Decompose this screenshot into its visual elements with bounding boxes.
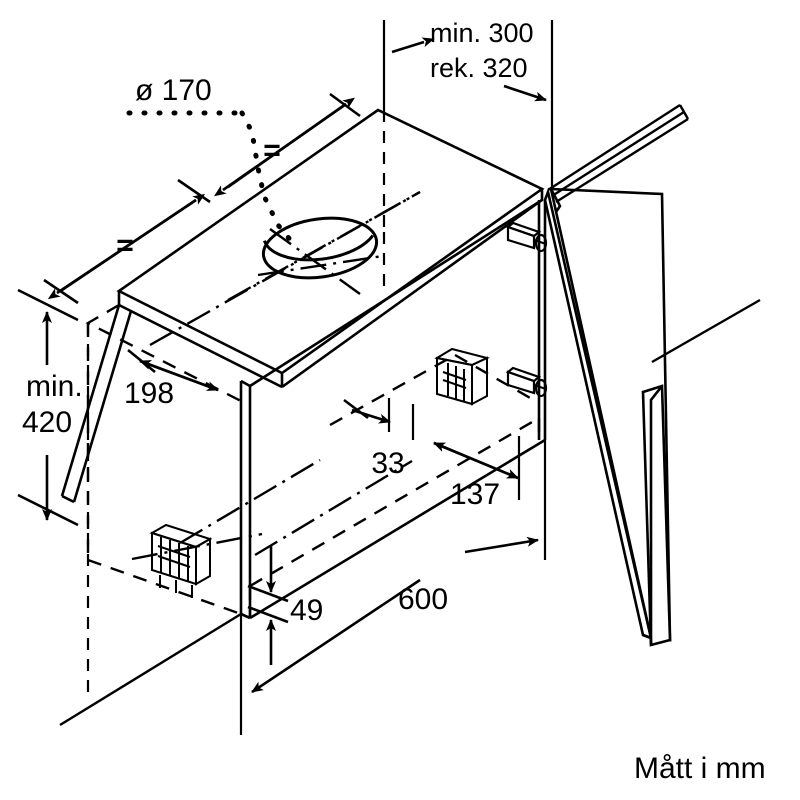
socket-lower-slot-1: [157, 545, 191, 558]
socket-lower-slot-2: [157, 555, 191, 568]
clearance-arrow-right: [503, 84, 547, 102]
hinge-lower-arm-top: [505, 366, 542, 383]
tick-lower-left: [43, 278, 79, 305]
offset-33-label: 33: [371, 447, 404, 480]
hinge-upper-arm-top: [505, 221, 542, 238]
equal-spacing-dimension: [43, 92, 361, 305]
hinge-fitting-upper: [505, 221, 548, 253]
top-clearance-dimension: [391, 37, 547, 102]
cabinet-left-panel-bottom-edge: [61, 494, 75, 504]
units-note: Mått i mm: [634, 752, 766, 785]
equal-mark-lower: =: [116, 229, 134, 262]
depth-198-tick: [127, 348, 156, 374]
offset-49-label: 49: [290, 594, 323, 627]
equal-mark-upper: =: [263, 134, 281, 167]
centerline-socket-link: [179, 458, 321, 545]
wall-and-ceiling-lines: [59, 103, 761, 727]
width-600-label: 600: [398, 583, 448, 616]
offset-33-tick: [343, 398, 369, 420]
depth-198-dimension: [127, 348, 219, 392]
cabinet-interior-top-rear-edge: [249, 198, 543, 388]
electrical-socket-lower: [149, 523, 213, 598]
duct-hole: [261, 216, 379, 280]
centerline-circle-cross: [269, 228, 361, 295]
offset-49-tick-top: [247, 584, 289, 603]
clearance-arrow-left: [391, 37, 435, 54]
hidden-socket-ref-line-2: [454, 353, 540, 405]
centerline-top-longitudinal: [149, 190, 421, 347]
ceiling-rail-3: [555, 117, 689, 204]
equal-arrow-lower-right: [47, 198, 197, 300]
width-600-dimension: [251, 536, 539, 694]
ceiling-rail-1: [547, 103, 681, 192]
min-height-value: 420: [22, 406, 72, 439]
cabinet-divider-bottom: [240, 612, 251, 620]
hidden-bottom-rear-edge: [249, 416, 540, 588]
hidden-rear-bottom-edge: [87, 558, 242, 616]
electrical-socket-upper: [434, 347, 490, 406]
extension-lines-dashed: [86, 110, 386, 700]
duct-diameter-leader: [126, 110, 295, 245]
cabinet-top-front-thickness: [118, 303, 283, 389]
min-height-label: min.: [26, 370, 83, 403]
door-hinge-chamfer: [549, 188, 562, 213]
floor-rail-left: [59, 612, 242, 727]
door-slab-edge-line: [649, 385, 664, 645]
min-height-tick-top: [17, 288, 79, 322]
leader-curve-dotted: [239, 110, 295, 245]
offset-33-dimension: [343, 398, 391, 424]
cabinet-divider-top: [240, 379, 251, 388]
offset-137-dimension: [433, 441, 519, 480]
min-clearance-label: min. 300: [430, 18, 534, 48]
rec-clearance-label: rek. 320: [430, 53, 528, 83]
center-lines: [131, 190, 421, 561]
door-slab-right: [641, 384, 672, 647]
width-600-arrow-left: [251, 578, 421, 694]
duct-hole-ellipse-inner-rim: [263, 234, 374, 262]
cabinet-carcass: [60, 108, 547, 620]
offset-137-label: 137: [450, 478, 500, 511]
cabinet-left-panel-inner: [72, 310, 133, 503]
socket-upper-slot-2: [442, 379, 467, 389]
width-600-arrow-right: [464, 536, 539, 554]
offset-49-dimension: [247, 545, 289, 665]
cabinet-left-panel-outer: [60, 304, 121, 497]
duct-diameter-label: ø 170: [135, 74, 212, 107]
offset-49-tick-bottom: [247, 605, 289, 624]
hinge-upper-pin: [533, 238, 547, 246]
ceiling-rail-2: [551, 110, 685, 198]
equal-arrow-upper-right: [213, 102, 347, 197]
wall-rail-right: [651, 298, 761, 364]
min-height-dimension: [17, 288, 79, 527]
duct-hole-ellipse-outer: [261, 216, 379, 280]
offset-137-arrow-right: [433, 441, 519, 480]
centerline-bottom-shelf: [254, 459, 413, 557]
depth-198-arrow-right: [139, 359, 219, 392]
socket-upper-side: [471, 356, 488, 406]
depth-198-label: 198: [124, 377, 174, 410]
hinge-lower-pin: [533, 383, 547, 391]
socket-upper-slot-1: [442, 371, 467, 381]
ceiling-rail-end-cap: [678, 104, 690, 120]
tick-upper-right: [329, 92, 361, 118]
min-height-tick-bottom: [17, 493, 79, 527]
socket-lower-side: [195, 537, 211, 586]
hinge-fitting-lower: [505, 366, 548, 398]
